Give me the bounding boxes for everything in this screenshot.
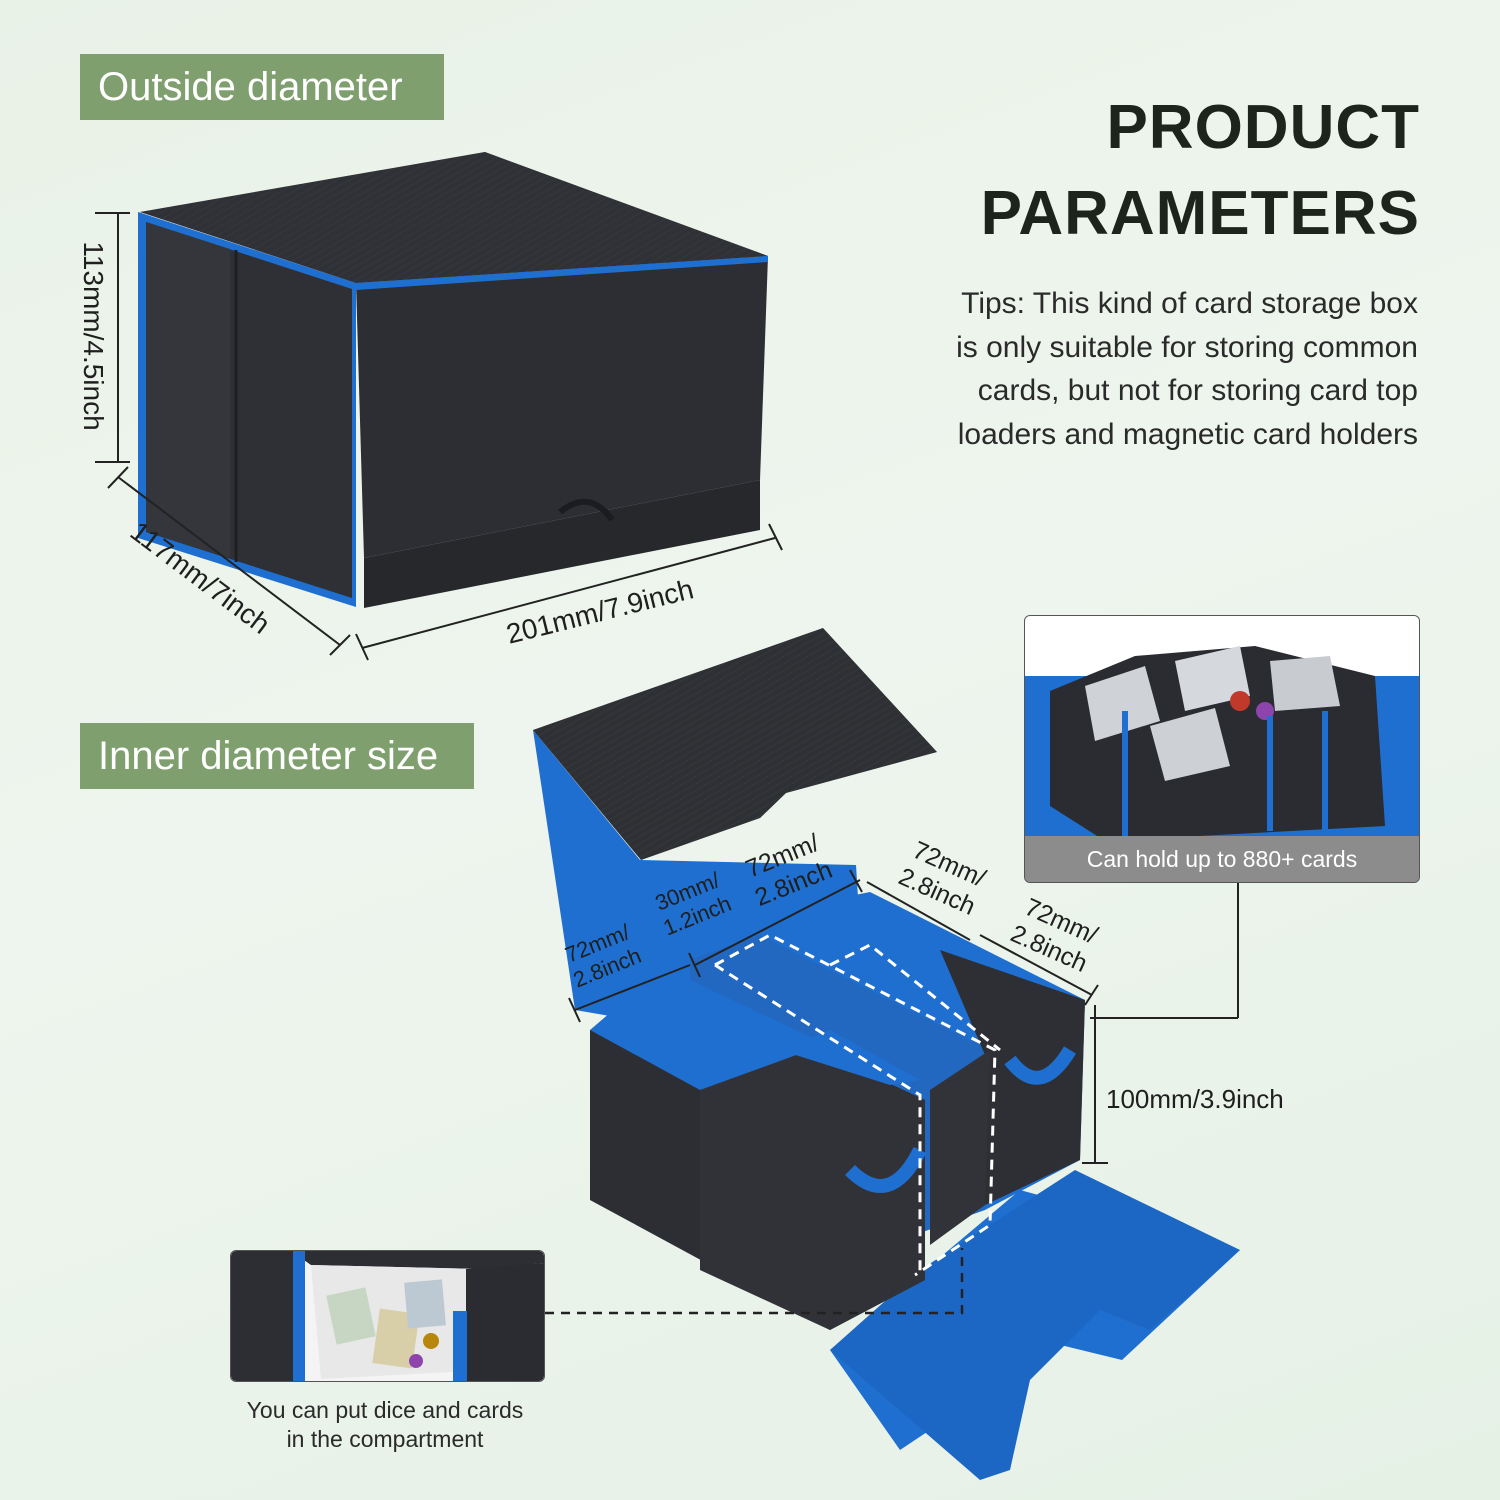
cards-capacity-inset: Can hold up to 880+ cards [1024, 615, 1420, 883]
inner-height-dimension: 100mm/3.9inch [1106, 1084, 1284, 1114]
closed-box [138, 152, 768, 608]
dice-caption-line-1: You can put dice and cards [246, 1397, 524, 1423]
tips-line-3: cards, but not for storing card top [977, 374, 1418, 407]
cards-capacity-caption: Can hold up to 880+ cards [1025, 836, 1419, 882]
title-line-2: PARAMETERS [980, 179, 1420, 248]
dice-photo [231, 1251, 544, 1381]
dice-caption-line-2: in the compartment [286, 1426, 484, 1452]
outside-dimension-lines [95, 212, 783, 661]
tips-text: Tips: This kind of card storage box is o… [858, 282, 1418, 456]
open-box [533, 628, 1240, 1480]
dice-compartment-caption: You can put dice and cards in the compar… [200, 1396, 570, 1454]
outside-height-dimension: 113mm/4.5inch [78, 241, 109, 431]
title-line-1: PRODUCT [1106, 93, 1420, 162]
inner-diameter-label: Inner diameter size [80, 723, 474, 789]
dice-connector-line [545, 1248, 964, 1315]
tips-line-1: Tips: This kind of card storage box [961, 287, 1418, 320]
outside-diameter-label: Outside diameter [80, 54, 444, 120]
tips-line-2: is only suitable for storing common [956, 330, 1418, 364]
tips-line-4: loaders and magnetic card holders [957, 417, 1418, 451]
inner-dimension-lines [568, 869, 1239, 1164]
dice-compartment-inset [230, 1250, 545, 1382]
